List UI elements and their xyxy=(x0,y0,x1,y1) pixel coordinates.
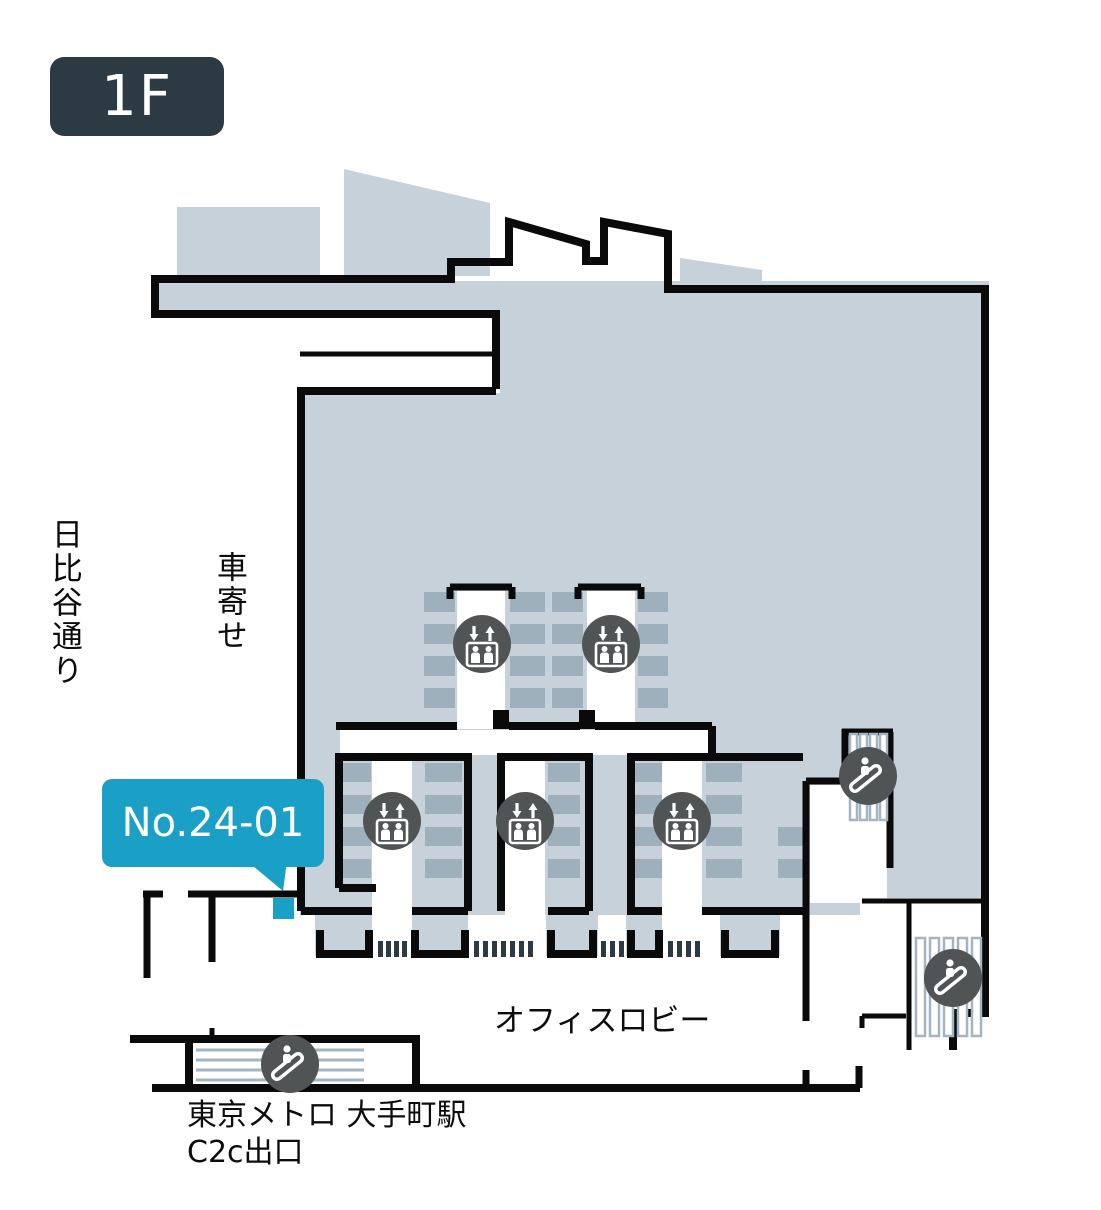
rooftop-block-center xyxy=(344,169,490,276)
elevator-hall-b xyxy=(505,761,545,957)
vestibule-stub xyxy=(315,915,373,956)
vestibule-stub xyxy=(410,915,468,956)
cross-corridor xyxy=(340,730,712,755)
elevator-icon xyxy=(580,613,642,675)
pillar xyxy=(579,710,595,729)
lower-bank-doors xyxy=(341,763,803,878)
vestibule-stub xyxy=(720,915,780,956)
lobby-south-walls xyxy=(130,1035,860,1092)
metro-exit-line1: 東京メトロ 大手町駅 xyxy=(187,1098,467,1133)
right-thin-walls xyxy=(209,898,985,1050)
bank-a-walls xyxy=(301,753,472,915)
escalator-icon xyxy=(261,1035,319,1093)
bank-c-walls xyxy=(627,753,807,915)
elevator-icon xyxy=(361,790,423,852)
unit-marker[interactable] xyxy=(273,898,294,919)
upper-bank-doors xyxy=(424,592,668,708)
upper-right-mass xyxy=(500,313,989,393)
rooms xyxy=(159,318,985,1050)
elevator-hall-a xyxy=(372,761,412,957)
upper-bank-top-walls xyxy=(446,583,645,599)
unit-callout[interactable]: No.24-01 xyxy=(102,779,324,867)
elevator-icon xyxy=(494,790,556,852)
corridor-walls xyxy=(336,722,716,757)
escalator-icon xyxy=(924,949,982,1007)
street-name-label: 日比谷通り xyxy=(45,518,82,688)
metro-exit-line2: C2c出口 xyxy=(187,1134,304,1170)
right-pocket-walls xyxy=(802,728,894,1088)
escalator-icon xyxy=(839,747,897,805)
floor-badge: 1F xyxy=(50,57,224,136)
elevator-doors xyxy=(341,592,803,878)
elevator-hall-c xyxy=(662,761,702,957)
metro-exit-label: 東京メトロ 大手町駅 C2c出口 xyxy=(187,1098,467,1171)
porch-walls xyxy=(143,890,304,978)
lobby-ticks xyxy=(378,941,700,957)
elevator-icon xyxy=(651,790,713,852)
car-porch-label: 車寄せ xyxy=(210,551,247,653)
vestibule-walls xyxy=(316,930,779,958)
office-lobby-label: オフィスロビー xyxy=(494,1003,711,1039)
pillar xyxy=(493,710,509,729)
rooftop-block-left xyxy=(177,207,320,275)
elevator-icon xyxy=(451,613,513,675)
